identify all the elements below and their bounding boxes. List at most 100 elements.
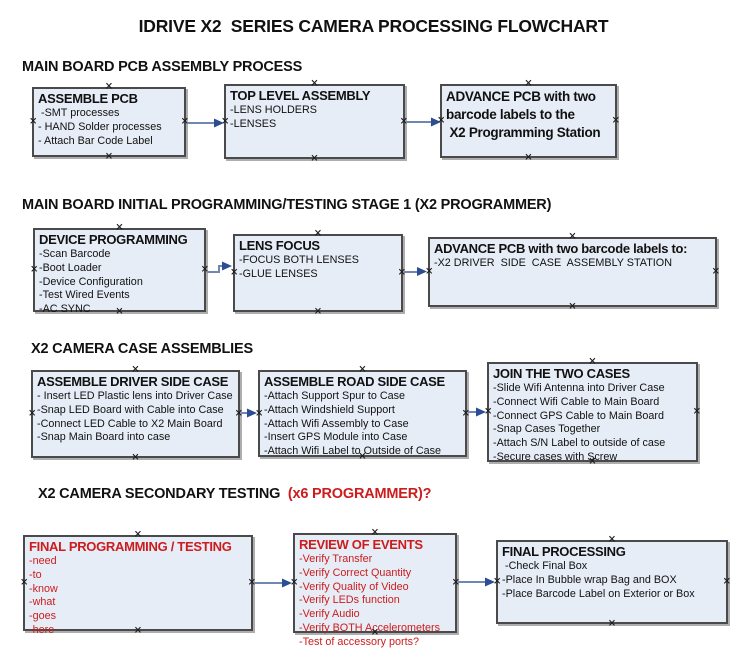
section-heading-red-part: (x6 PROGRAMMER)?: [284, 486, 432, 502]
box-line: -Verify LEDs function: [299, 594, 400, 607]
connector-arrow-6: [468, 407, 486, 417]
box-line: -LENSES: [230, 117, 277, 130]
box-title: FINAL PROCESSING: [502, 544, 626, 559]
connection-point-icon: ×: [221, 115, 230, 127]
box-line: -need: [29, 555, 57, 567]
box-line: -Boot Loader: [39, 261, 102, 274]
connector-arrow-1: [187, 118, 224, 128]
box-line: -here: [29, 623, 55, 636]
box-line: -Slide Wifi Antenna into Driver Case: [493, 382, 665, 394]
connection-point-icon: ×: [484, 406, 493, 417]
box-line: -Device Configuration: [39, 275, 143, 288]
connection-point-icon: ×: [230, 267, 239, 278]
connection-point-icon: ×: [290, 577, 299, 588]
box-title: ADVANCE PCB with two barcode labels to:: [434, 241, 688, 256]
box-line: -Snap Main Board into case: [37, 431, 171, 444]
box-line: -Secure cases with Screw: [493, 450, 618, 463]
box-line: -Attach Windshield Support: [264, 403, 395, 416]
connection-point-icon: ×: [397, 267, 406, 278]
box-line: -SMT processes: [38, 107, 120, 119]
flow-box-assemble-road-side-case: ASSEMBLE ROAD SIDE CASE -Attach Support …: [255, 365, 470, 462]
box-line: - Attach Bar Code Label: [38, 134, 153, 147]
box-line: -what: [29, 596, 56, 609]
box-title: LENS FOCUS: [239, 238, 320, 253]
box-title: ASSEMBLE PCB: [38, 91, 138, 106]
connection-point-icon: ×: [313, 306, 323, 317]
box-line: -Connect LED Cable to X2 Main Board: [37, 417, 223, 430]
flow-box-assemble-pcb: ASSEMBLE PCB -SMT processes - HAND Solde…: [29, 82, 189, 162]
connection-point-icon: ×: [711, 266, 720, 277]
box-line: -Test Wired Events: [39, 289, 130, 302]
connection-point-icon: ×: [200, 264, 209, 275]
connection-point-icon: ×: [692, 406, 701, 417]
flow-box-final-programming-testing: FINAL PROGRAMMING / TESTING -need -to -k…: [20, 530, 256, 636]
box-title: DEVICE PROGRAMMING: [39, 232, 188, 247]
section-heading-secondary-testing: X2 CAMERA SECONDARY TESTING (x6 PROGRAMM…: [38, 486, 431, 502]
connector-arrow-7: [254, 578, 292, 588]
flow-box-lens-focus: LENS FOCUS -FOCUS BOTH LENSES -GLUE LENS…: [230, 229, 406, 317]
box-line: -Attach Wifi Label to Outside of Case: [264, 445, 442, 458]
connection-point-icon: ×: [30, 264, 39, 275]
box-line: -Place Barcode Label on Exterior or Box: [502, 587, 695, 600]
box-line: -GLUE LENSES: [239, 267, 318, 280]
connector-arrow-4: [404, 267, 427, 276]
box-line: - Insert LED Plastic lens into Driver Ca…: [37, 390, 233, 402]
connector-arrow-8: [458, 577, 495, 587]
box-line: -Connect GPS Cable to Main Board: [493, 409, 665, 422]
flow-box-device-programming: DEVICE PROGRAMMING -Scan Barcode -Boot L…: [30, 223, 209, 317]
box-title: ADVANCE PCB with two barcode labels to t…: [446, 89, 601, 140]
box-line: -Attach Support Spur to Case: [264, 390, 406, 402]
connection-point-icon: ×: [722, 576, 731, 587]
connection-point-icon: ×: [524, 152, 533, 163]
section-heading-initial-programming: MAIN BOARD INITIAL PROGRAMMING/TESTING S…: [22, 197, 552, 213]
connection-point-icon: ×: [104, 151, 114, 162]
connection-point-icon: ×: [247, 577, 256, 588]
box-line: -Test of accessory ports?: [299, 635, 420, 648]
connection-point-icon: ×: [180, 116, 189, 127]
flow-box-review-of-events: REVIEW OF EVENTS -Verify Transfer -Verif…: [290, 528, 460, 648]
box-line: -Verify Correct Quantity: [299, 566, 412, 579]
connection-point-icon: ×: [461, 407, 470, 419]
box-title: REVIEW OF EVENTS: [299, 537, 423, 552]
box-line: -know: [29, 582, 58, 595]
connection-point-icon: ×: [437, 115, 446, 126]
flow-box-final-processing: FINAL PROCESSING -Check Final Box -Place…: [493, 535, 731, 629]
box-line: - HAND Solder processes: [38, 120, 162, 133]
box-line: -X2 DRIVER SIDE CASE ASSEMBLY STATION: [434, 257, 672, 269]
box-title: TOP LEVEL ASSEMBLY: [230, 88, 371, 103]
box-line: -LENS HOLDERS: [230, 104, 317, 116]
box-line: -Snap Cases Together: [493, 423, 601, 436]
flow-box-advance-pcb-case-assembly: ADVANCE PCB with two barcode labels to: …: [425, 232, 720, 312]
connection-point-icon: ×: [310, 153, 319, 164]
box-line: -Snap LED Board with Cable into Case: [37, 403, 224, 416]
connection-point-icon: ×: [451, 577, 460, 588]
box-line: -Verify Transfer: [299, 553, 373, 565]
flow-box-assemble-driver-side-case: ASSEMBLE DRIVER SIDE CASE - Insert LED P…: [28, 365, 243, 463]
connection-point-icon: ×: [131, 452, 140, 463]
box-line: -FOCUS BOTH LENSES: [239, 254, 359, 266]
box-line: -Verify Quality of Video: [299, 580, 409, 593]
connection-point-icon: ×: [568, 301, 577, 312]
flow-box-advance-pcb-programming-station: ADVANCE PCB with two barcode labels to t…: [437, 79, 620, 163]
box-line: -Attach Wifi Assembly to Case: [264, 417, 409, 430]
box-line: -Scan Barcode: [39, 248, 111, 260]
connection-point-icon: ×: [493, 576, 502, 587]
box-line: -Verify BOTH Accelerometers: [299, 621, 440, 634]
connection-point-icon: ×: [399, 115, 408, 127]
page-title: IDRIVE X2 SERIES CAMERA PROCESSING FLOWC…: [138, 16, 609, 36]
connection-point-icon: ×: [607, 618, 617, 629]
box-title: JOIN THE TWO CASES: [493, 366, 630, 381]
box-title: ASSEMBLE DRIVER SIDE CASE: [37, 374, 229, 389]
box-line: -goes: [29, 610, 57, 623]
section-heading-case-assemblies: X2 CAMERA CASE ASSEMBLIES: [31, 341, 253, 357]
connector-arrow-2: [406, 117, 441, 127]
box-line: -to: [29, 568, 42, 581]
section-heading-black-part: X2 CAMERA SECONDARY TESTING: [38, 486, 285, 502]
box-line: -Check Final Box: [502, 560, 588, 572]
box-line: -Verify Audio: [299, 608, 360, 621]
connection-point-icon: ×: [425, 266, 434, 277]
connection-point-icon: ×: [611, 115, 620, 126]
box-line: -AC SYNC: [39, 303, 91, 316]
flow-box-top-level-assembly: TOP LEVEL ASSEMBLY -LENS HOLDERS -LENSES…: [221, 79, 408, 164]
